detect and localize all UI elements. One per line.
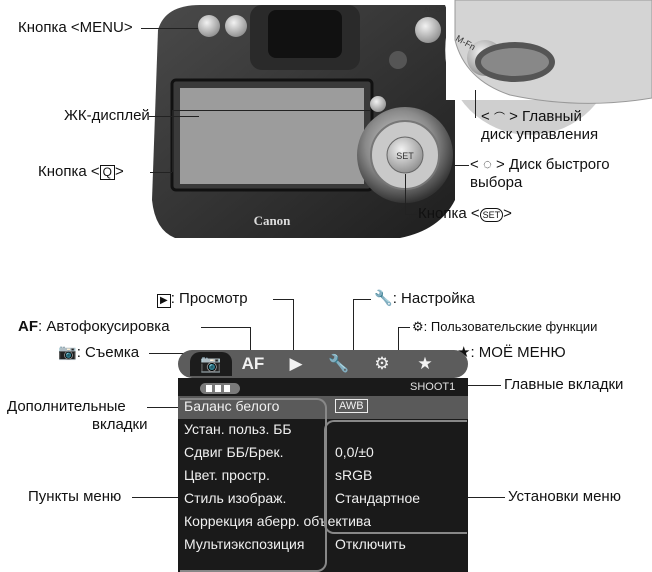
menu-items-leader [132, 497, 178, 498]
setup-tab-label: 🔧: Настройка [374, 290, 475, 308]
main-dial-icon: ⌒ [494, 112, 505, 124]
menu-button-photo [198, 15, 220, 37]
shooting-tab-label: 📷: Съемка [58, 344, 139, 362]
setup-leader-a [353, 299, 371, 300]
tab-af[interactable]: AF [232, 352, 274, 376]
set-button-label: Кнопка <SET> [418, 205, 512, 223]
tab-playback[interactable]: ▶ [275, 352, 317, 376]
custom-tab-label: ⚙: Пользовательские функции [412, 318, 597, 336]
quick-dial-label-2: выбора [470, 174, 522, 192]
q-button-photo [370, 96, 386, 112]
q-leader-b [172, 110, 173, 172]
custom-leader-a [398, 327, 410, 328]
awb-badge: AWB [335, 399, 368, 413]
main-dial-leader [475, 90, 476, 118]
custom-functions-icon: ⚙ [412, 319, 424, 334]
menu-settings-bracket [324, 420, 467, 534]
playback-icon: ▶ [157, 294, 171, 308]
sub-tab-indicator[interactable] [200, 383, 240, 394]
menu-settings-leader [468, 497, 505, 498]
quick-dial-leader-b [453, 150, 454, 165]
menu-button-label: Кнопка <MENU> [18, 19, 133, 37]
q-leader-c [172, 110, 370, 111]
af-icon: AF [18, 318, 38, 335]
mymenu-tab-label: ★: МОЁ МЕНЮ [457, 344, 566, 362]
main-dial-label: < ⌒ > Главный [481, 108, 582, 127]
tab-custom[interactable]: ⚙ [361, 352, 403, 376]
menu-settings-label: Установки меню [508, 488, 621, 506]
set-icon: SET [480, 208, 504, 222]
quick-dial-label: < ◌ > Диск быстрого [470, 156, 610, 174]
sub-tabs-label-1: Дополнительные [7, 398, 126, 416]
af-tab-label: AF: Автофокусировка [18, 318, 170, 336]
page-label: SHOOT1 [410, 381, 455, 393]
q-leader-a [150, 172, 172, 173]
quick-dial-leader-a [453, 165, 469, 166]
set-leader-a [405, 174, 406, 214]
quick-dial-icon: ◌ [483, 156, 492, 173]
tab-mymenu[interactable]: ★ [404, 352, 446, 376]
svg-text:AF-ON: AF-ON [424, 7, 446, 14]
menu-button-leader [141, 28, 198, 29]
tab-setup[interactable]: 🔧 [318, 352, 360, 376]
svg-text:SET: SET [396, 151, 414, 161]
playback-leader-a [273, 299, 293, 300]
wrench-icon: 🔧 [374, 290, 393, 307]
set-leader-b [405, 214, 417, 215]
sub-tabs-label-2: вкладки [92, 416, 148, 434]
menu-items-bracket [180, 398, 327, 572]
playback-tab-label: ▶: Просмотр [157, 290, 248, 308]
main-tabs-label: Главные вкладки [504, 376, 623, 394]
lcd-label: ЖК-дисплей [64, 107, 150, 125]
lcd-leader [149, 116, 199, 117]
canon-brand: Canon [254, 213, 292, 228]
menu-items-label: Пункты меню [28, 488, 121, 506]
tab-shooting[interactable]: 📷 [190, 352, 232, 376]
q-icon: Q [100, 165, 115, 180]
af-leader-a [201, 327, 251, 328]
setup-leader-b [353, 299, 354, 354]
q-button-label: Кнопка <Q> [38, 163, 124, 181]
playback-leader-b [293, 299, 294, 354]
camera-icon: 📷 [58, 344, 77, 361]
main-tabs-leader [468, 385, 501, 386]
main-dial-label-2: диск управления [481, 126, 598, 144]
